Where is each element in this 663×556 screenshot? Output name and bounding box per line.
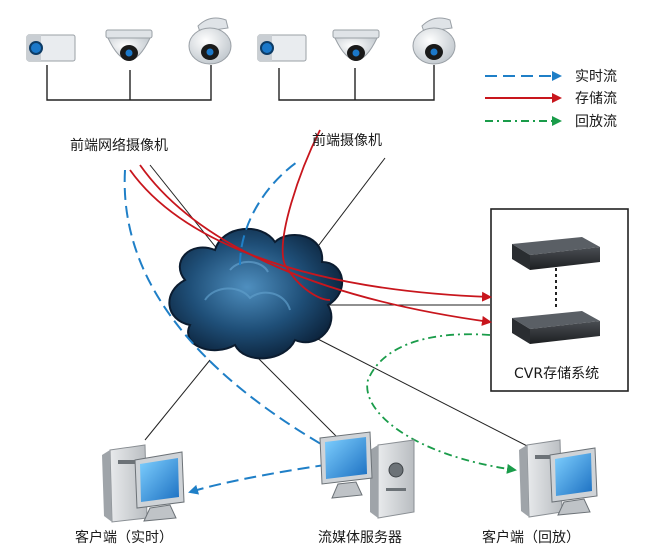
client-playback [519,439,598,518]
client-realtime [102,444,185,523]
desktop-pc-icon [319,431,373,499]
ptz-camera-icon [412,17,456,65]
camera-group-left [26,17,232,101]
box-camera-icon [257,34,307,62]
streaming-server-label: 流媒体服务器 [318,530,402,546]
box-camera-icon [26,34,76,62]
ptz-camera-icon [188,17,232,65]
legend [485,71,562,126]
rack-server-icon [512,311,600,344]
storage-flow [129,129,492,326]
front-network-cameras-label: 前端网络摄像机 [70,138,168,154]
desktop-pc-icon [134,451,185,522]
rack-server-icon [512,237,600,270]
network-cloud-icon [168,227,344,360]
legend-realtime-label: 实时流 [575,69,617,85]
server-tower-icon [370,439,415,519]
front-cameras-label: 前端摄像机 [312,133,382,149]
camera-group-right [257,17,456,101]
dome-camera-icon [332,29,380,61]
cvr-storage-label: CVR存储系统 [514,366,600,382]
client-realtime-label: 客户端（实时） [75,530,173,546]
legend-storage-label: 存储流 [575,91,617,107]
desktop-pc-icon [549,447,598,516]
legend-playback-label: 回放流 [575,114,617,130]
cvr-storage-system [490,208,629,392]
streaming-server [319,431,415,519]
client-playback-label: 客户端（回放） [482,530,580,546]
playback-flow [366,333,517,474]
dome-camera-icon [105,29,153,61]
